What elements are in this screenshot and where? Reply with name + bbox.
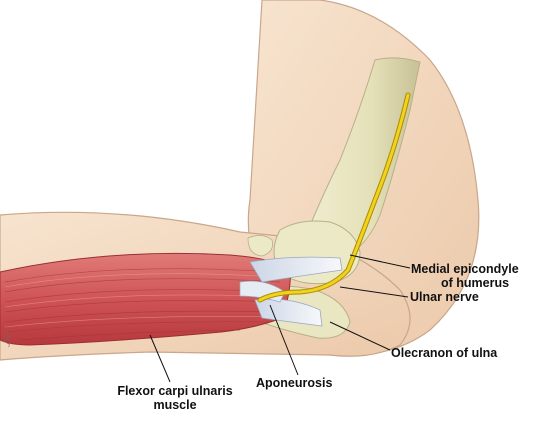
label-medial-epicondyle: Medial epicondyle of humerus	[411, 262, 519, 290]
leader-aponeurosis	[269, 304, 299, 376]
leader-lines	[149, 254, 411, 383]
leader-ulnar-nerve	[339, 286, 409, 298]
label-ulnar-nerve: Ulnar nerve	[410, 290, 479, 304]
aponeurosis-tendon	[249, 256, 343, 283]
label-flexor-line2: muscle	[153, 398, 197, 412]
label-aponeurosis: Aponeurosis	[256, 376, 333, 390]
label-medial-epicondyle-line1: Medial epicondyle	[411, 262, 519, 276]
leader-medial-epicondyle	[349, 254, 411, 269]
muscle-fibers	[4, 268, 283, 341]
leader-olecranon	[329, 321, 391, 351]
humerus	[299, 57, 421, 256]
label-olecranon: Olecranon of ulna	[391, 346, 498, 360]
label-flexor-carpi-ulnaris: Flexor carpi ulnaris muscle	[95, 384, 255, 412]
radial-head-bone	[247, 235, 273, 257]
label-medial-epicondyle-line2: of humerus	[441, 276, 510, 290]
leader-flexor	[149, 334, 171, 383]
label-flexor-line1: Flexor carpi ulnaris	[117, 384, 233, 398]
